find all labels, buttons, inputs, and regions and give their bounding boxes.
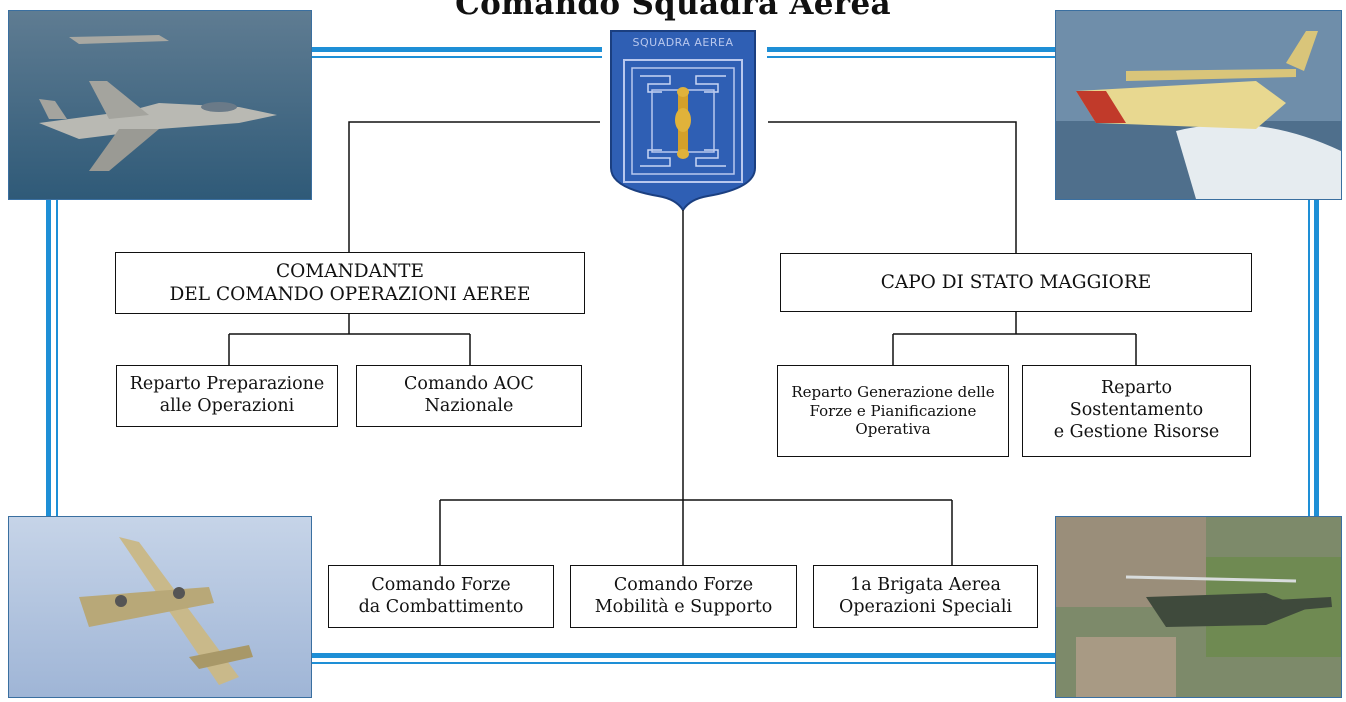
photo-transport-plane [8, 516, 312, 698]
squadra-aerea-emblem: SQUADRA AEREA [608, 28, 758, 212]
photo-seaplane [1055, 10, 1342, 200]
box-reparto-preparazione: Reparto Preparazione alle Operazioni [116, 365, 338, 427]
diagram-title: Comando Squadra Aerea [455, 0, 891, 22]
box-label: Reparto Preparazione alle Operazioni [129, 374, 325, 416]
box-label: Comando Forze Mobilità e Supporto [594, 574, 773, 617]
box-reparto-sostentamento: Reparto Sostentamento e Gestione Risorse [1022, 365, 1251, 457]
box-label: Reparto Generazione delle Forze e Pianif… [791, 382, 995, 439]
photo-fighter-jets [8, 10, 312, 200]
box-label: Comando Forze da Combattimento [358, 574, 524, 617]
box-label: COMANDANTE DEL COMANDO OPERAZIONI AEREE [169, 260, 531, 305]
box-comando-forze-combattimento: Comando Forze da Combattimento [328, 565, 554, 628]
box-label: Reparto Sostentamento e Gestione Risorse [1053, 378, 1220, 442]
box-capo-di-stato-maggiore: CAPO DI STATO MAGGIORE [780, 253, 1252, 312]
box-comando-forze-mobilita-supporto: Comando Forze Mobilità e Supporto [570, 565, 797, 628]
box-label: CAPO DI STATO MAGGIORE [880, 271, 1152, 293]
photo-helicopter [1055, 516, 1342, 698]
box-reparto-generazione-forze: Reparto Generazione delle Forze e Pianif… [777, 365, 1009, 457]
emblem-banner-text: SQUADRA AEREA [632, 36, 734, 49]
box-label: 1a Brigata Aerea Operazioni Speciali [838, 574, 1013, 617]
box-comandante-operazioni-aeree: COMANDANTE DEL COMANDO OPERAZIONI AEREE [115, 252, 585, 314]
box-comando-aoc-nazionale: Comando AOC Nazionale [356, 365, 582, 427]
box-label: Comando AOC Nazionale [404, 374, 534, 416]
box-brigata-aerea-operazioni-speciali: 1a Brigata Aerea Operazioni Speciali [813, 565, 1038, 628]
